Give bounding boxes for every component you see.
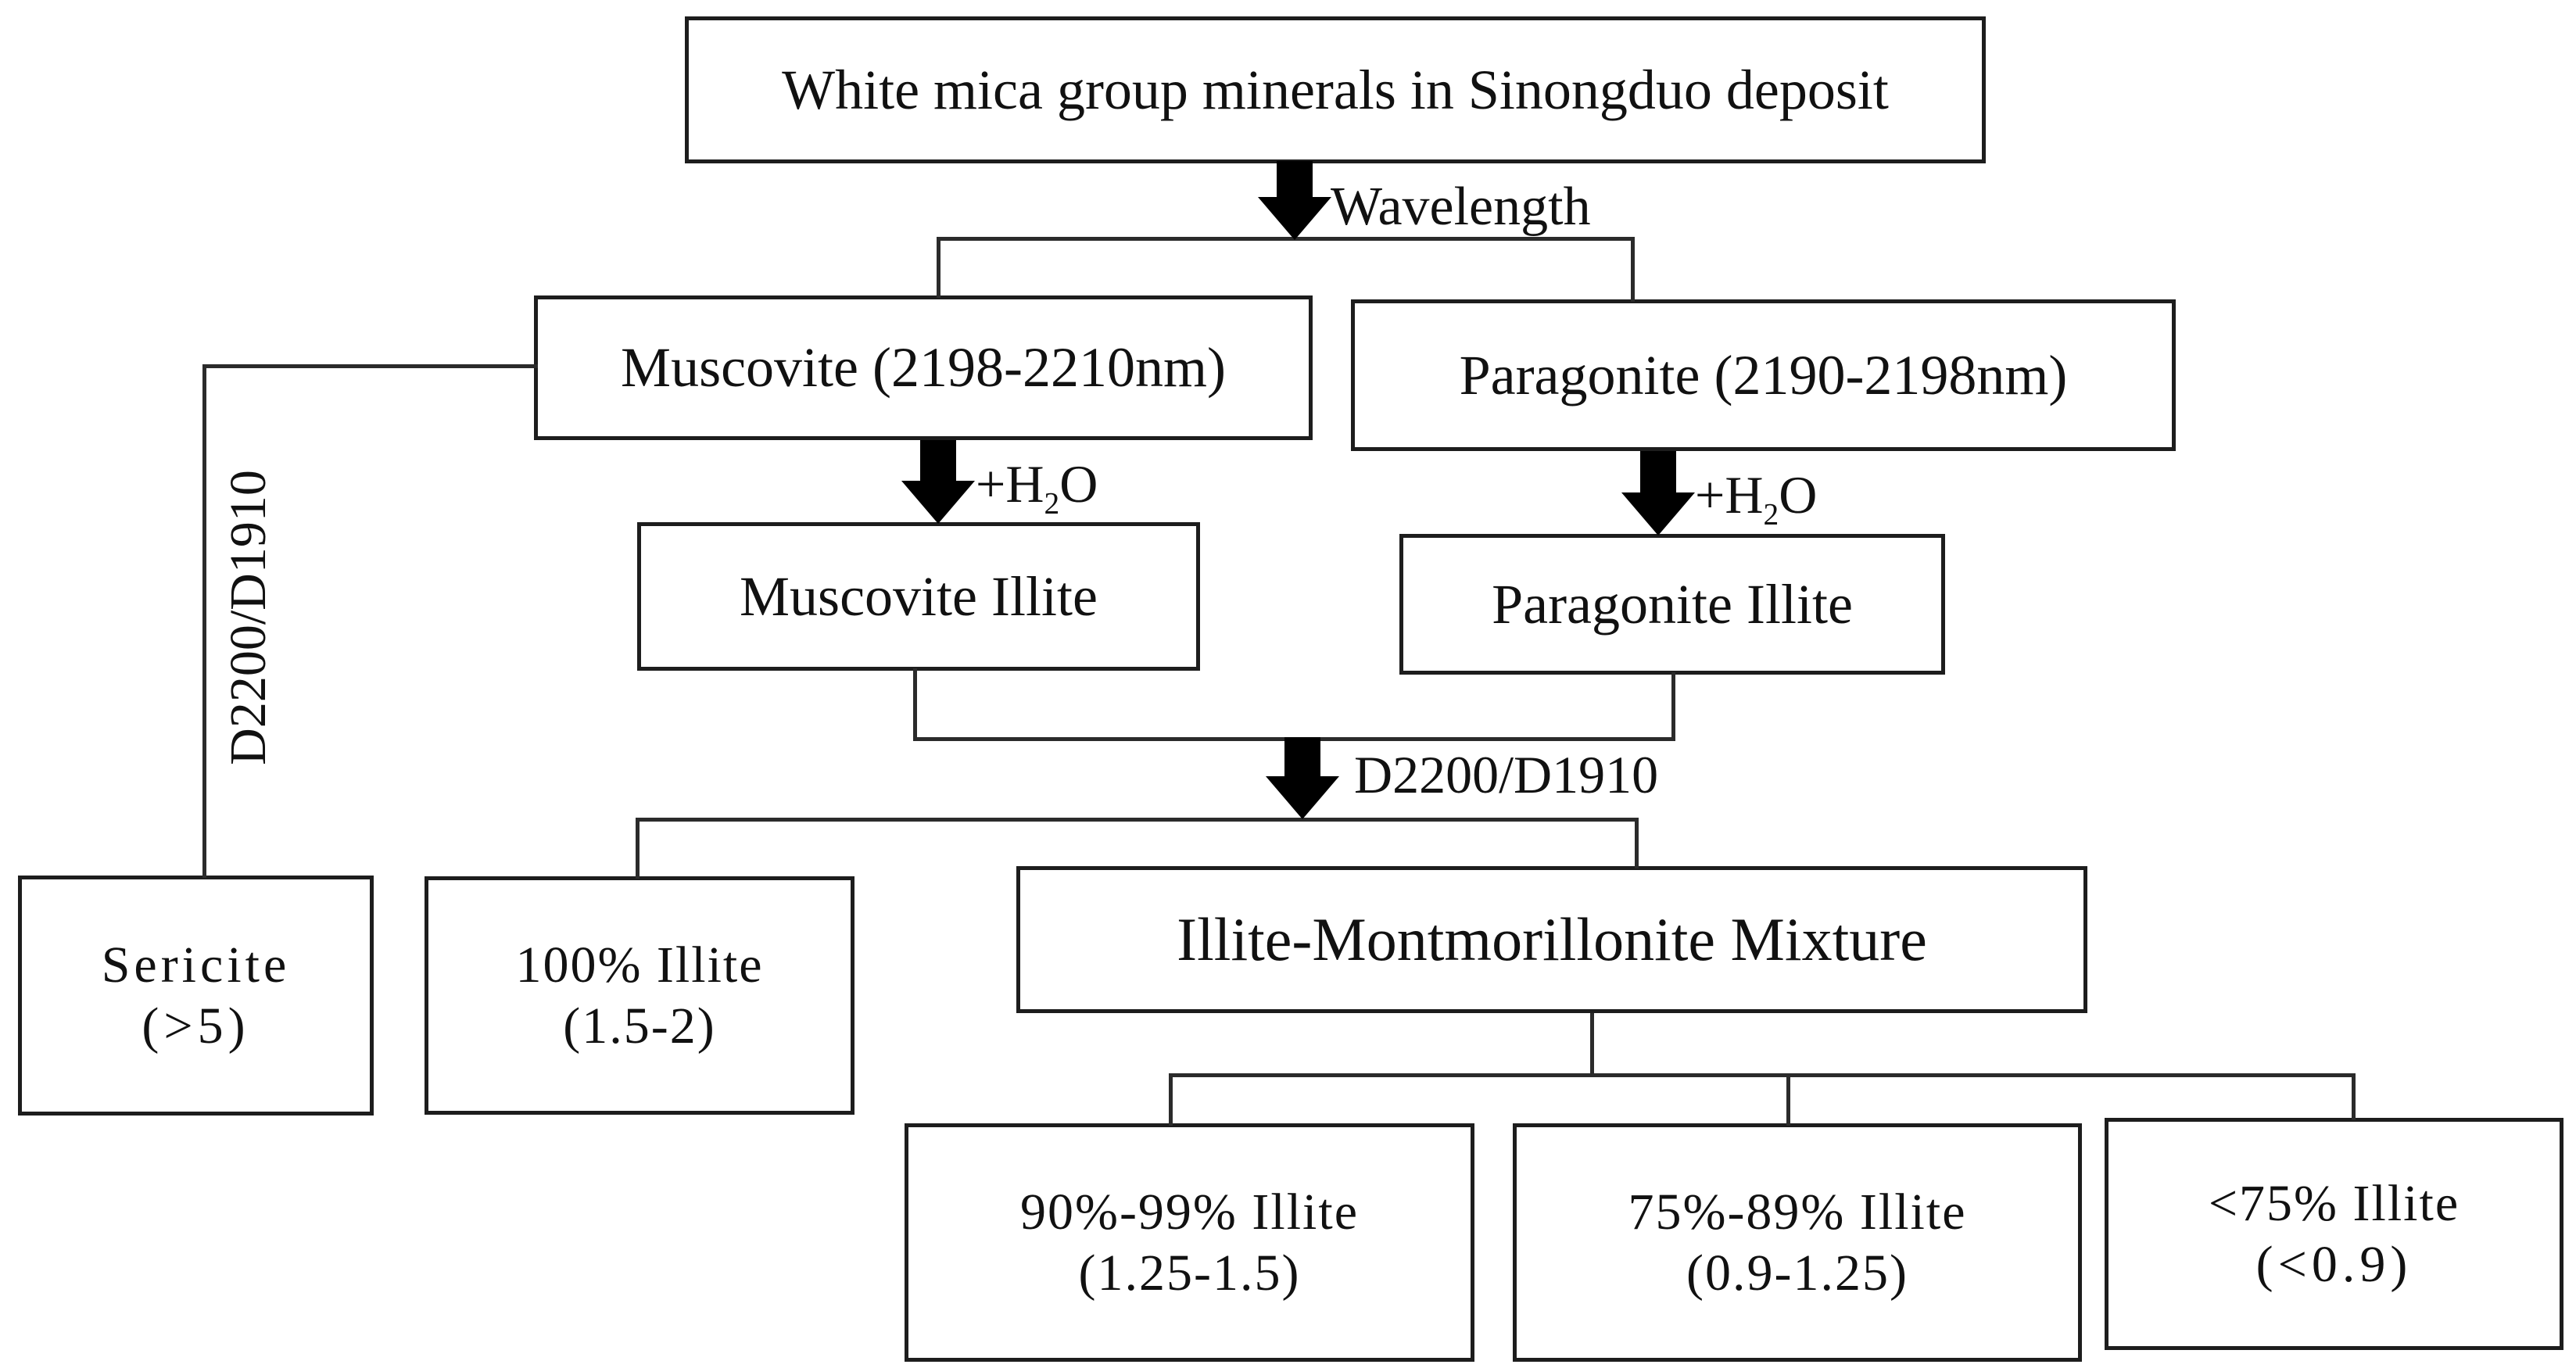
- paragonite-h2o-prefix: +H: [1695, 465, 1764, 525]
- muscovite-h2o-arrow-shaft: [920, 440, 956, 485]
- muscovite-h2o-sub: 2: [1044, 485, 1060, 521]
- connector-leg-illite-lt-75: [2352, 1073, 2356, 1120]
- connector-merge-leg-muscovite-illite: [913, 668, 917, 741]
- illite-75-89-box: 75%-89% Illite (0.9-1.25): [1513, 1123, 2082, 1362]
- muscovite-label: Muscovite (2198-2210nm): [621, 336, 1226, 399]
- paragonite-illite-label: Paragonite Illite: [1492, 572, 1853, 636]
- paragonite-h2o-edge-label: +H2O: [1695, 464, 1818, 529]
- muscovite-illite-box: Muscovite Illite: [637, 522, 1200, 671]
- ratio-arrow-down-icon: [1266, 737, 1339, 819]
- wavelength-arrow-shaft: [1277, 161, 1313, 201]
- muscovite-h2o-suffix: O: [1059, 454, 1098, 514]
- paragonite-h2o-sub: 2: [1763, 496, 1779, 532]
- paragonite-h2o-arrow-shaft: [1640, 451, 1676, 496]
- illite-100-label-line1: 100% Illite: [515, 936, 764, 994]
- connector-sericite-route-h: [202, 364, 538, 368]
- connector-ratio-leg-mixture: [1635, 818, 1639, 868]
- connector-merge-leg-paragonite-illite: [1671, 672, 1675, 741]
- illite-lt-75-label-line2: (<0.9): [2255, 1235, 2413, 1293]
- connector-mixture-branch-h: [1169, 1073, 2356, 1077]
- sericite-route-ratio-label: D2200/D1910: [220, 470, 277, 765]
- connector-wavelength-leg-muscovite: [937, 237, 940, 298]
- wavelength-edge-label: Wavelength: [1331, 177, 1591, 237]
- ratio-arrow-shaft: [1284, 737, 1320, 780]
- illite-90-99-box: 90%-99% Illite (1.25-1.5): [905, 1123, 1474, 1362]
- paragonite-h2o-arrow-down-icon: [1621, 451, 1695, 535]
- muscovite-illite-label: Muscovite Illite: [740, 564, 1098, 628]
- illite-90-99-label-line1: 90%-99% Illite: [1019, 1183, 1360, 1241]
- illite-75-89-label-line2: (0.9-1.25): [1686, 1244, 1908, 1302]
- muscovite-h2o-prefix: +H: [976, 454, 1044, 514]
- connector-ratio-branch-h: [636, 818, 1639, 822]
- connector-wavelength-leg-paragonite: [1631, 237, 1635, 302]
- muscovite-h2o-edge-label: +H2O: [976, 453, 1098, 518]
- sericite-label-line1: Sericite: [101, 936, 291, 994]
- connector-mixture-stem: [1590, 1013, 1594, 1077]
- ratio-arrow-head: [1266, 776, 1339, 819]
- illite-100-label-line2: (1.5-2): [563, 997, 716, 1055]
- sericite-label-line2: (>5): [142, 997, 250, 1055]
- illite-lt-75-label-line1: <75% Illite: [2208, 1174, 2460, 1232]
- root-box-label: White mica group minerals in Sinongduo d…: [782, 58, 1889, 121]
- paragonite-label: Paragonite (2190-2198nm): [1459, 343, 2068, 406]
- paragonite-illite-box: Paragonite Illite: [1399, 534, 1945, 675]
- mixture-label: Illite-Montmorillonite Mixture: [1177, 904, 1927, 973]
- wavelength-arrow-down-icon: [1258, 161, 1331, 240]
- root-box-white-mica: White mica group minerals in Sinongduo d…: [685, 16, 1986, 163]
- muscovite-h2o-arrow-head: [901, 481, 975, 524]
- paragonite-box: Paragonite (2190-2198nm): [1351, 299, 2176, 451]
- paragonite-h2o-suffix: O: [1779, 465, 1818, 525]
- ratio-edge-label: D2200/D1910: [1354, 745, 1659, 804]
- illite-100-box: 100% Illite (1.5-2): [425, 876, 854, 1115]
- connector-sericite-route-v: [202, 364, 206, 878]
- connector-leg-illite-75-89: [1786, 1073, 1790, 1126]
- illite-75-89-label-line1: 75%-89% Illite: [1628, 1183, 1967, 1241]
- wavelength-arrow-head: [1258, 197, 1331, 240]
- connector-ratio-leg-illite-100: [636, 818, 640, 879]
- paragonite-h2o-arrow-head: [1621, 492, 1695, 535]
- connector-leg-illite-90-99: [1169, 1073, 1173, 1126]
- muscovite-h2o-arrow-down-icon: [901, 440, 975, 524]
- mixture-box: Illite-Montmorillonite Mixture: [1016, 866, 2087, 1013]
- illite-lt-75-box: <75% Illite (<0.9): [2105, 1118, 2563, 1350]
- muscovite-box: Muscovite (2198-2210nm): [534, 295, 1313, 440]
- sericite-box: Sericite (>5): [18, 876, 374, 1116]
- illite-90-99-label-line2: (1.25-1.5): [1078, 1244, 1301, 1302]
